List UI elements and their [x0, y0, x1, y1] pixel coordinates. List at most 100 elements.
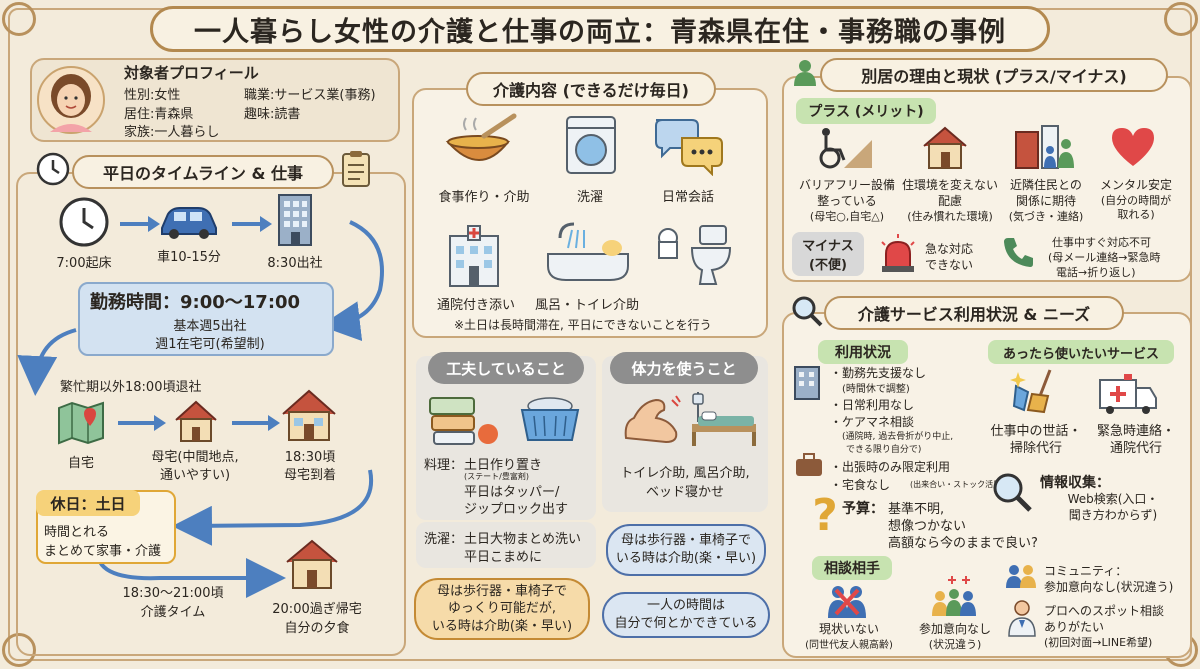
- wake-time: 7:00起床: [56, 256, 112, 271]
- flow-arrow: [232, 216, 272, 232]
- busy-season-note: 繁忙期以外18:00頃退社: [60, 380, 202, 395]
- plus-tag: プラス (メリット): [796, 98, 936, 124]
- laundry-tip-label: 洗濯：: [424, 532, 464, 547]
- woman-avatar-icon: [37, 66, 105, 134]
- effort-cooking-line-1: 土日作り置き: [464, 458, 543, 473]
- laundry-tip-line-2: 平日こまめに: [464, 550, 543, 565]
- effort-cooking-line-3: ジップロック出す: [464, 502, 569, 517]
- no-friends-icon: [828, 586, 866, 618]
- home-label: 自宅: [67, 456, 94, 471]
- wall-clock-icon: [59, 197, 109, 247]
- plus-barrier-free-2: 整っている: [817, 194, 877, 208]
- wheelchair-ramp-icon: [819, 128, 872, 169]
- speech-bubble-alone-time: 一人の時間は 自分で何とかできている: [602, 592, 770, 638]
- plus-neighbors-2: 関係に期待: [1015, 194, 1076, 208]
- plus-mental-2: (自分の時間が: [1100, 194, 1172, 207]
- neighbors-icon: [1015, 125, 1074, 169]
- ambulance-icon: [1099, 374, 1157, 414]
- work-line-2: 週1在宅可(希望制): [155, 337, 265, 352]
- consult-tag: 相談相手: [812, 556, 892, 580]
- page-title: 一人暮らし女性の介護と仕事の両立：青森県在住・事務職の事例: [150, 6, 1050, 52]
- effort-cooking-label: 料理：: [424, 458, 464, 473]
- flow-arrow: [118, 415, 166, 431]
- usage-tag: 利用状況: [818, 340, 908, 364]
- care-time-line-2: 介護タイム: [140, 605, 206, 620]
- meal-bowl-icon: [445, 113, 517, 161]
- phone-icon: [1004, 238, 1033, 267]
- usage-5-sub: (出来合い・ストック活用): [910, 480, 1005, 489]
- magnifier-icon: [792, 296, 823, 327]
- physical-heading: 体力を使うこと: [610, 352, 758, 384]
- washing-machine-icon: [566, 116, 616, 174]
- info-label: 情報収集：: [1040, 475, 1110, 491]
- alarm-light-icon: [881, 234, 915, 272]
- plus-barrier-free-1: バリアフリー設備: [798, 178, 895, 192]
- profile-job: 職業:サービス業(事務): [244, 88, 376, 103]
- usage-3-sub-1: (通院時, 過去骨折がり中止,: [842, 432, 954, 442]
- pro-line-1: プロへのスポット相談: [1044, 604, 1165, 618]
- flexed-arm-icon: [624, 395, 681, 444]
- service-heading: 介護サービス利用状況 & ニーズ: [824, 296, 1124, 330]
- community-line-2: 参加意向なし(状況違う): [1044, 580, 1174, 594]
- care-item-talk: 日常会話: [661, 190, 714, 205]
- laundry-tip-box: [416, 522, 596, 568]
- bubble-2-line-3: いる時は介助(楽・早い): [431, 618, 573, 634]
- profile-hobby: 趣味:読書: [244, 107, 301, 122]
- want-1-line-1: 仕事中の世話・: [990, 424, 1082, 439]
- info-line-1: Web検索(入口・: [1067, 492, 1159, 506]
- dinner-line-1: 20:00過ぎ帰宅: [272, 602, 362, 617]
- work-hours-box: [78, 282, 334, 356]
- person-icon: [794, 60, 816, 86]
- pro-line-3: (初回対面→LINE希望): [1044, 636, 1153, 649]
- dinner-line-2: 自分の夕食: [284, 621, 350, 636]
- timeline-heading: 平日のタイムライン & 仕事: [72, 155, 334, 189]
- professional-icon: [1008, 600, 1036, 637]
- flow-arrow: [120, 216, 160, 232]
- want-1-line-2: 掃除代行: [1009, 441, 1062, 456]
- want-2-line-1: 緊急時連絡・: [1096, 424, 1175, 439]
- profile-sex: 性別:女性: [124, 88, 181, 103]
- care-item-hospital: 通院付き添い: [436, 298, 515, 313]
- holiday-line-1: 時間とれる: [44, 525, 110, 540]
- plus-environment-3: (住み慣れた環境): [907, 210, 993, 223]
- consult-1-line-1: 現状いない: [818, 622, 879, 636]
- holiday-title: 休日：土日: [36, 490, 140, 516]
- speech-bubble-mother-slow: 母は歩行器・車椅子で ゆっくり可能だが, いる時は介助(楽・早い): [414, 578, 590, 640]
- care-time-line-1: 18:30〜21:00頃: [122, 586, 224, 601]
- arrive-office: 8:30出社: [267, 256, 323, 271]
- plus-environment-2: 配慮: [937, 194, 962, 208]
- profile-heading: 対象者プロフィール: [124, 64, 259, 82]
- care-weekend-note: ※土日は長時間滞在, 平日にできないことを行う: [454, 318, 712, 332]
- budget-line-3: 高額なら今のままで良い?: [888, 536, 1038, 551]
- plus-neighbors-1: 近隣住民との: [1010, 178, 1082, 192]
- physical-line-1: トイレ介助, 風呂介助,: [620, 466, 750, 481]
- usage-1-sub: (時間休で調整): [842, 384, 910, 395]
- corner-ornament: [1164, 2, 1198, 36]
- corner-ornament: [2, 633, 36, 667]
- hospital-icon: [449, 225, 499, 287]
- chat-bubbles-icon: [655, 119, 723, 176]
- budget-line-2: 想像つかない: [888, 519, 967, 534]
- usage-4: ・出張時のみ限定利用: [830, 460, 951, 474]
- plus-barrier-free-3: (母宅○,自宅△): [809, 210, 885, 223]
- pro-line-2: ありがたい: [1044, 620, 1105, 634]
- minus-tag-line-2: (不便): [809, 258, 847, 273]
- plus-environment-1: 住環境を変えない: [901, 178, 998, 192]
- bubble-1-line-1: 母は歩行器・車椅子で: [620, 533, 751, 549]
- office-building-icon: [278, 194, 312, 246]
- usage-1: ・勤務先支援なし: [830, 366, 927, 380]
- laundry-tip-line-1: 土日大物まとめ洗い: [464, 532, 582, 547]
- clock-icon: [36, 152, 70, 186]
- profile-family: 家族:一人暮らし: [124, 125, 220, 140]
- clipboard-icon: [342, 151, 370, 187]
- commute-time: 車10-15分: [157, 250, 221, 265]
- toilet-icon: [658, 225, 732, 285]
- minus-tag-line-1: マイナス: [802, 239, 854, 254]
- want-2-line-2: 通院代行: [1109, 441, 1162, 456]
- effort-cooking-small: (ステート/豊富剤): [464, 472, 529, 481]
- care-heading: 介護内容 (できるだけ毎日): [466, 72, 716, 106]
- consult-1-line-2: (同世代友人親高齢): [805, 640, 893, 651]
- heart-icon: [1112, 128, 1154, 166]
- minus-work-1: 仕事中すぐ対応不可: [1052, 236, 1151, 249]
- minus-emergency-1: 急な対応: [924, 242, 973, 256]
